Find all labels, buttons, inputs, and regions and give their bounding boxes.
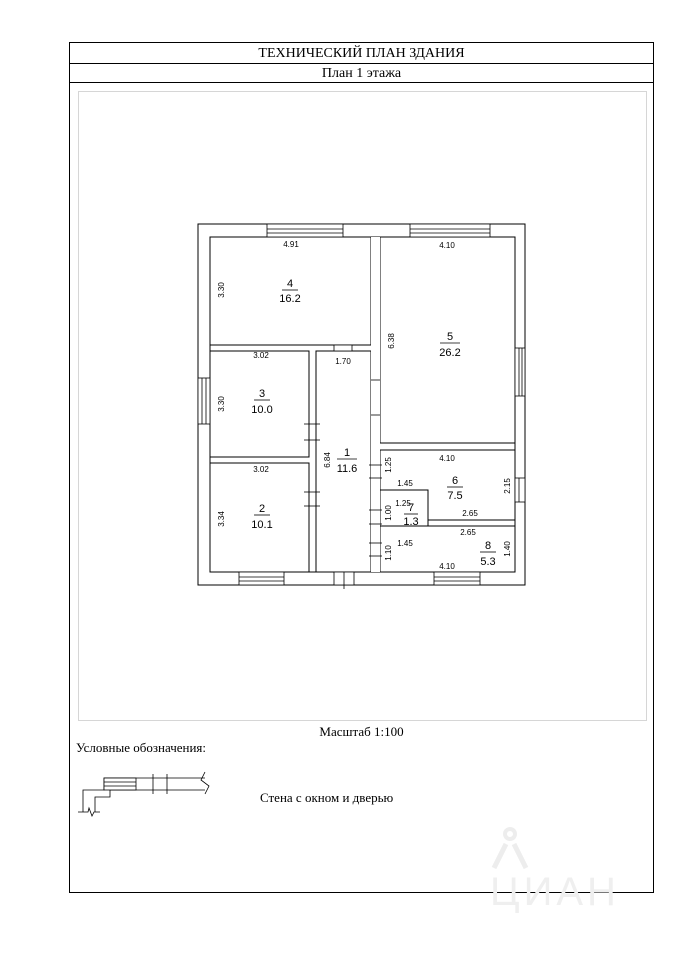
legend-title: Условные обозначения: bbox=[76, 740, 207, 755]
room-3-outline bbox=[209, 350, 310, 458]
dimension-labels: 4.91 3.30 4.10 6.38 1.70 6.84 3.02 3.30 … bbox=[217, 240, 512, 571]
room-3-number: 3 bbox=[259, 388, 265, 400]
room-7-number: 7 bbox=[408, 502, 414, 514]
room-4-area: 16.2 bbox=[279, 293, 300, 305]
room-labels: 4 16.2 5 26.2 3 10.0 1 11.6 6 7.5 2 10.1… bbox=[251, 278, 496, 568]
room-6-number: 6 bbox=[452, 475, 458, 487]
room-6-area: 7.5 bbox=[447, 490, 462, 502]
door-marks bbox=[304, 344, 382, 589]
dim-room6-mid: 1.45 bbox=[397, 479, 413, 488]
dim-room2-width: 3.02 bbox=[253, 465, 269, 474]
room-2-area: 10.1 bbox=[251, 519, 272, 531]
sheet-subtitle: План 1 этажа bbox=[70, 64, 653, 83]
dim-room4-height: 3.30 bbox=[217, 282, 226, 298]
dim-room6-height: 2.15 bbox=[503, 478, 512, 494]
legend-symbol bbox=[78, 771, 210, 817]
legend-item-label: Стена с окном и дверью bbox=[260, 790, 394, 805]
room-2-outline bbox=[209, 462, 310, 573]
window-marks bbox=[197, 223, 526, 586]
dim-room1-width: 1.70 bbox=[335, 357, 351, 366]
watermark-logo: ЦИАН bbox=[490, 823, 670, 914]
room-8-number: 8 bbox=[485, 540, 491, 552]
dim-room1-height: 6.84 bbox=[323, 452, 332, 468]
watermark-icon bbox=[491, 827, 529, 870]
room-1-area: 11.6 bbox=[337, 463, 358, 475]
room-4-number: 4 bbox=[287, 278, 293, 290]
dim-room8-bottom: 4.10 bbox=[439, 562, 455, 571]
room-5-number: 5 bbox=[447, 331, 453, 343]
dim-room3-height: 3.30 bbox=[217, 396, 226, 412]
dim-room6-width: 4.10 bbox=[439, 454, 455, 463]
drawing-frame bbox=[78, 91, 647, 721]
dim-room6-left: 1.25 bbox=[384, 457, 393, 473]
scale-label: Масштаб 1:100 bbox=[319, 724, 404, 739]
watermark-text: ЦИАН bbox=[490, 870, 620, 915]
room-2-number: 2 bbox=[259, 503, 265, 515]
wall-fill bbox=[371, 237, 380, 572]
room-4-outline bbox=[209, 236, 372, 346]
sheet-title: ТЕХНИЧЕСКИЙ ПЛАН ЗДАНИЯ bbox=[70, 43, 653, 64]
dim-room4-width: 4.91 bbox=[283, 240, 299, 249]
room-8-area: 5.3 bbox=[480, 556, 495, 568]
dim-room7-width: 1.25 bbox=[395, 499, 411, 508]
plan-sheet: ТЕХНИЧЕСКИЙ ПЛАН ЗДАНИЯ План 1 этажа Мас… bbox=[69, 42, 654, 914]
room-5-area: 26.2 bbox=[439, 347, 460, 359]
room-7-area: 1.3 bbox=[403, 516, 418, 528]
room-3-area: 10.0 bbox=[251, 404, 272, 416]
dim-room8-height: 1.40 bbox=[503, 541, 512, 557]
dim-room7-height: 1.00 bbox=[384, 505, 393, 521]
dim-room6-bottom: 2.65 bbox=[462, 509, 478, 518]
dim-room2-height: 3.34 bbox=[217, 511, 226, 527]
dim-room8-top: 2.65 bbox=[460, 528, 476, 537]
dim-room8-mid: 1.45 bbox=[397, 539, 413, 548]
dim-room8-left: 1.10 bbox=[384, 545, 393, 561]
dim-room3-width: 3.02 bbox=[253, 351, 269, 360]
room-5-outline bbox=[379, 236, 516, 444]
room-1-number: 1 bbox=[344, 447, 350, 459]
dim-room5-height: 6.38 bbox=[387, 333, 396, 349]
dim-room5-width: 4.10 bbox=[439, 241, 455, 250]
room-8-outline bbox=[379, 525, 516, 573]
